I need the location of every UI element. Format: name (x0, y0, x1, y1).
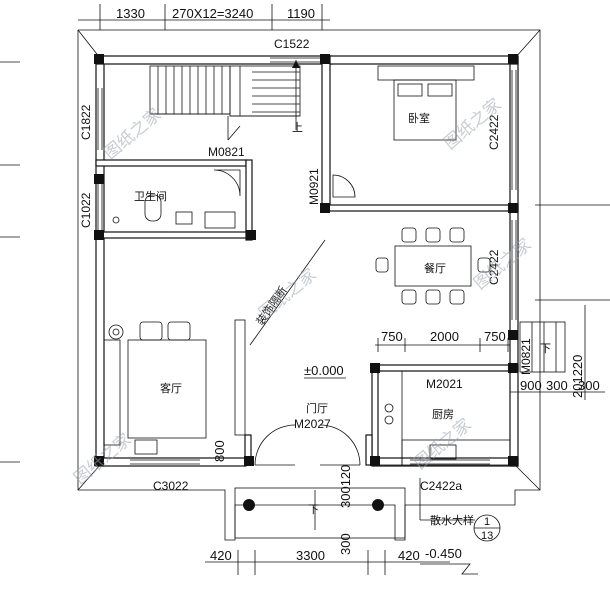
watermark: 图纸之家 (255, 265, 320, 324)
up-arrow-icon (292, 60, 300, 68)
dining-label: 餐厅 (424, 261, 446, 275)
stove-burner-icon (384, 403, 394, 413)
door-m2021-label: M2021 (426, 377, 463, 391)
dim-800: 800 (212, 440, 227, 462)
dim-270x12: 270X12=3240 (172, 6, 253, 21)
bedroom: 卧室 (332, 65, 475, 198)
sofa-back (234, 319, 246, 436)
porch-column (372, 499, 384, 511)
window-c1522-label: C1522 (274, 37, 310, 51)
dim-300-a: 300 (546, 378, 568, 393)
top-dimension-line: 1330 270X12=3240 1190 (78, 4, 330, 30)
dining-table-icon (394, 245, 472, 287)
door-m0821-label: M0821 (208, 145, 245, 159)
stair-up-label: 上 (292, 121, 303, 134)
window-c2422a-label: C2422a (420, 479, 462, 493)
counter-left (377, 370, 403, 466)
opening-labels: C1522 C1822 M0821 C1022 M0921 C2422 C242… (79, 37, 533, 493)
stove-burner-icon (384, 415, 394, 425)
outside-level-label: -0.450 (425, 546, 462, 561)
windows (97, 57, 517, 465)
bed-icon (393, 79, 457, 141)
floor-drain-icon (112, 216, 120, 224)
dim-3300: 3300 (296, 548, 325, 563)
armchair-icon (167, 321, 191, 341)
bedroom-label: 卧室 (408, 111, 430, 125)
detail-number: 1 (484, 516, 490, 528)
armchair-icon (139, 321, 163, 341)
toilet-icon (144, 194, 162, 222)
dim-300: 300 (338, 533, 353, 555)
tv-cabinet (103, 339, 121, 446)
porch-down-label: 下 (308, 504, 319, 516)
dim-900: 900 (520, 378, 542, 393)
kitchen: 厨房 (377, 370, 511, 466)
porch-column (243, 499, 255, 511)
plant-stand (134, 439, 158, 455)
door-m0821-side-label: M0821 (519, 338, 533, 375)
grid-lines (0, 61, 610, 463)
living-label: 客厅 (160, 381, 182, 395)
window-c1822-label: C1822 (79, 104, 93, 140)
window-c2422-bedroom-label: C2422 (487, 114, 501, 150)
dim-201220: 201220 (570, 355, 585, 398)
dim-750-right: 750 (484, 329, 506, 344)
dim-300-b: 300 (578, 378, 600, 393)
foyer-label: 门厅 (306, 401, 328, 415)
window-c1022-label: C1022 (79, 192, 93, 228)
dim-2000: 2000 (430, 329, 459, 344)
bathroom-label: 卫生间 (134, 189, 167, 203)
dim-420-left: 420 (210, 548, 232, 563)
living-room: 客厅 装饰隔断 (103, 239, 326, 455)
side-steps: 下 201220 900 300 300 (510, 305, 605, 400)
rug (127, 339, 207, 439)
staircase: 上 (149, 60, 303, 141)
detail-sheet: 13 (481, 530, 493, 542)
dim-750-left: 750 (381, 329, 403, 344)
dim-1190: 1190 (287, 6, 315, 21)
detail-label: 散水大样 (430, 513, 474, 527)
door-m2027-label: M2027 (294, 417, 331, 431)
structural-columns (94, 54, 518, 466)
watermark: 图纸之家 (100, 105, 165, 164)
bathroom: 卫生间 (103, 165, 247, 233)
floor-level-label: ±0.000 (304, 363, 344, 378)
detail-callout: 散水大样 1 13 (419, 478, 501, 542)
eave-outline (77, 29, 541, 541)
dim-300-120: 300120 (338, 465, 353, 508)
window-c2422-dining-label: C2422 (487, 249, 501, 285)
kitchen-label: 厨房 (432, 408, 454, 421)
door-m0921-label: M0921 (307, 168, 321, 205)
bedside-table (377, 65, 475, 81)
side-step-down-label: 下 (540, 343, 551, 355)
watermark: 图纸之家 (470, 235, 535, 294)
bottom-dimension-line: 420 3300 420 (205, 548, 450, 575)
shower-tray-icon (175, 211, 193, 225)
foyer: 门厅 ±0.000 (254, 363, 361, 466)
sink-icon (204, 211, 236, 229)
dim-420-right: 420 (398, 548, 420, 563)
dining-area: 餐厅 750 2000 750 (375, 227, 510, 352)
kitchen-sink-icon (429, 444, 457, 460)
counter-bottom (401, 439, 511, 466)
porch: 下 300120 300 -0.450 (234, 465, 478, 575)
window-c3022-label: C3022 (153, 479, 189, 493)
dim-1330: 1330 (116, 6, 145, 21)
